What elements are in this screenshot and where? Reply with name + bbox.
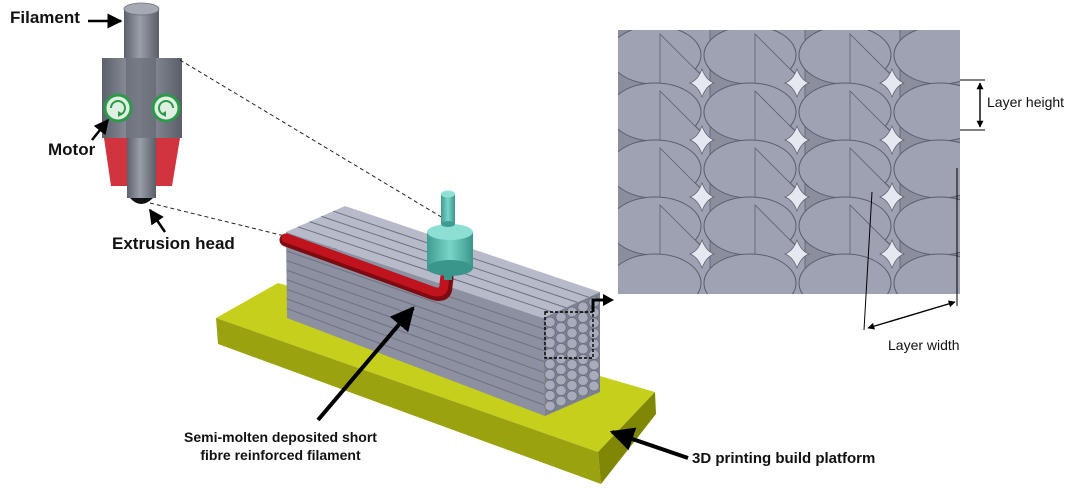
layer-height-label: Layer height <box>987 94 1065 110</box>
filament-rod-top <box>123 2 160 16</box>
nozzle-tip <box>130 198 153 204</box>
deposited-filament <box>281 233 450 297</box>
zoom-region-box <box>544 311 594 359</box>
filament-label: Filament <box>10 8 80 27</box>
build-platform-label: 3D printing build platform <box>692 450 876 467</box>
layer-width-dimension <box>867 300 956 330</box>
filament-rod <box>124 8 159 58</box>
build-platform-arrow <box>609 427 689 460</box>
filament-channel <box>126 58 156 138</box>
extrusion-head-label: Extrusion head <box>112 234 235 253</box>
extrusion-head-arrow <box>148 208 167 233</box>
motor-label: Motor <box>48 140 96 159</box>
extrusion-head-schematic <box>102 2 182 204</box>
nozzle-tube <box>127 138 156 198</box>
motor-arrow <box>91 118 109 141</box>
motor-right <box>151 93 181 123</box>
semi-molten-arrow <box>316 306 415 422</box>
motor-left <box>103 93 133 123</box>
projection-line-top <box>179 59 444 219</box>
semi-molten-filament-label: Semi-molten deposited short fibre reinfo… <box>184 429 377 463</box>
zoom-arrow <box>591 298 603 312</box>
zoomed-cross-section <box>618 30 960 294</box>
nozzle-3d <box>427 190 473 280</box>
layer-width-label: Layer width <box>888 337 960 353</box>
